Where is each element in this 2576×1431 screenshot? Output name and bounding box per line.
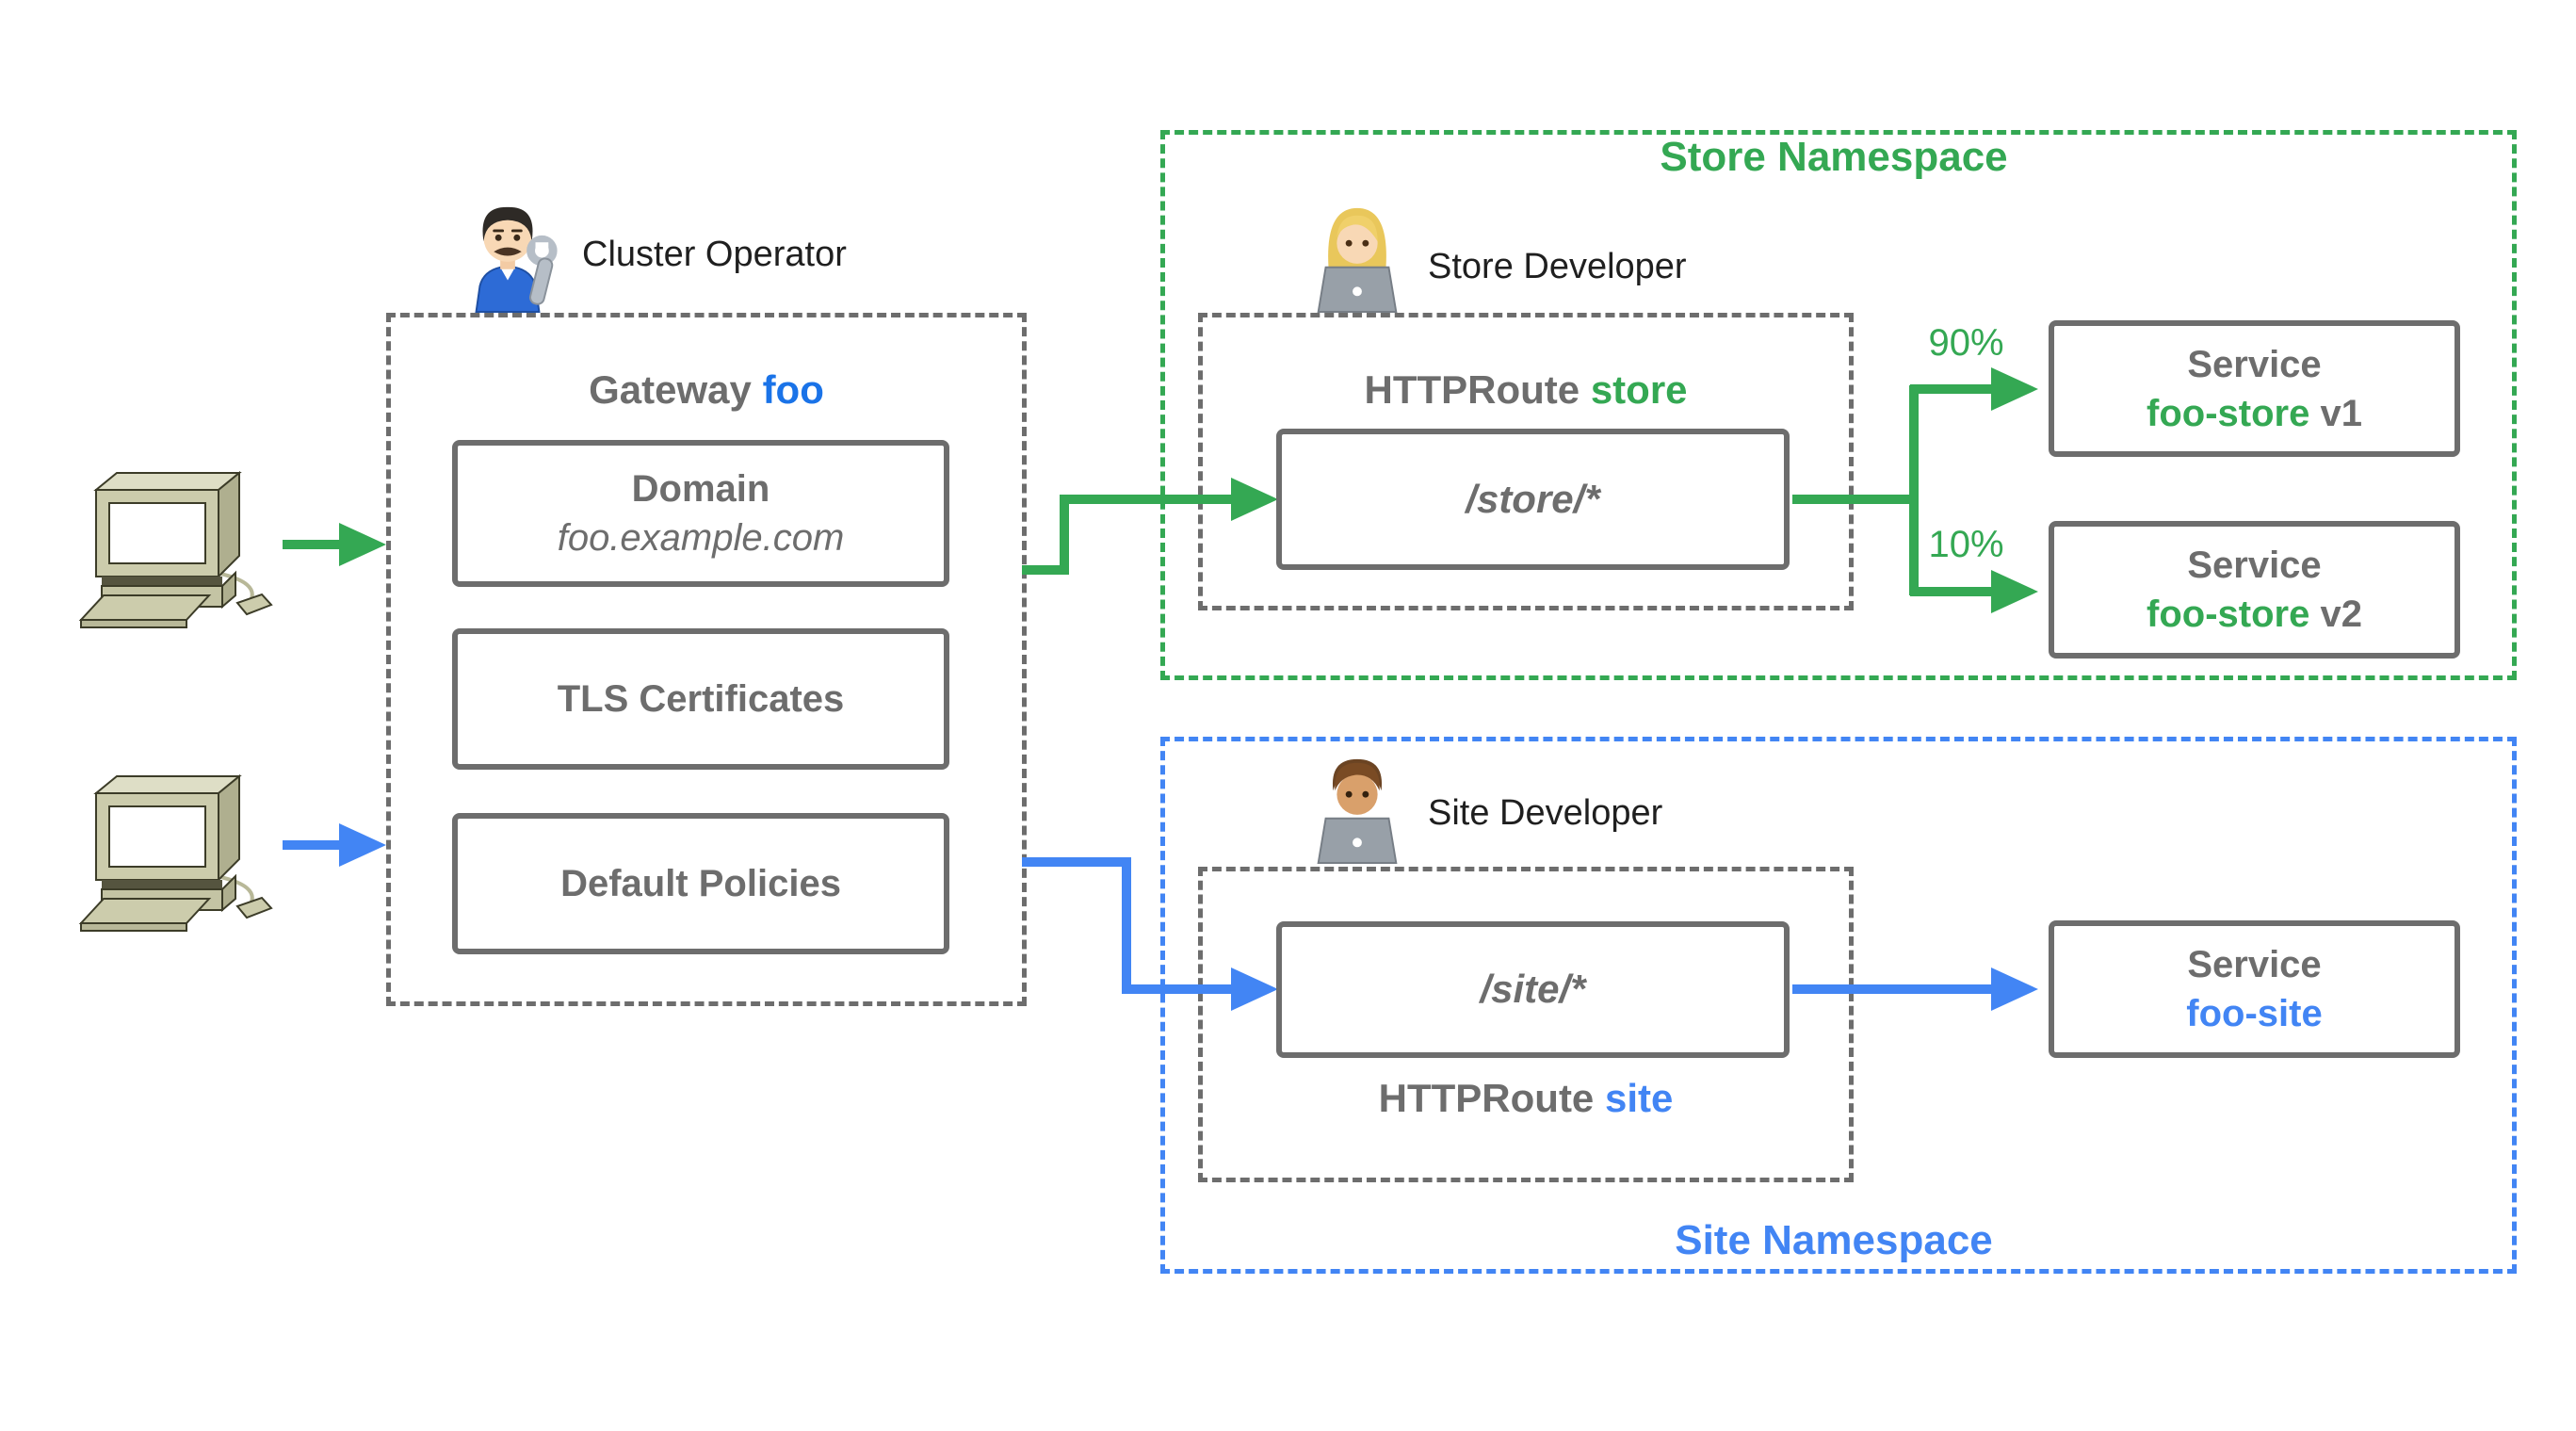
client-computer-store (78, 470, 273, 628)
service-version: v2 (2320, 594, 2362, 635)
site-developer-label: Site Developer (1428, 792, 1663, 833)
green-split-store-to-services (1792, 367, 2038, 613)
blue-arrow-site-route-to-service (1792, 968, 2038, 1011)
service-foo-store-v2-box: Service foo-store v2 (2049, 521, 2460, 659)
site-path-value: /site/* (1480, 967, 1586, 1012)
service-foo-site-box: Service foo-site (2049, 920, 2460, 1058)
man-technologist-emoji (1317, 758, 1398, 864)
site-path-box: /site/* (1276, 921, 1790, 1058)
service-foo-store-v1-box: Service foo-store v1 (2049, 320, 2460, 457)
domain-box: Domain foo.example.com (452, 440, 949, 587)
store-developer-label: Store Developer (1428, 246, 1687, 286)
service-foo-store-name: foo-store (2147, 392, 2310, 434)
default-policies-box: Default Policies (452, 813, 949, 954)
green-arrow-client-to-gateway (283, 523, 386, 566)
httproute-site-container (1198, 867, 1854, 1182)
tls-certificates-label: TLS Certificates (557, 678, 845, 720)
gateway-name: foo (762, 367, 824, 412)
site-namespace-title: Site Namespace (1675, 1217, 1993, 1263)
httproute-site-title: HTTPRoute site (1378, 1076, 1674, 1120)
woman-technologist-emoji (1317, 207, 1398, 313)
domain-box-title: Domain (631, 468, 770, 510)
service-foo-site-name: foo-site (2186, 993, 2323, 1034)
service-foo-store-name: foo-store (2147, 594, 2310, 635)
weight-90-label: 90% (1928, 322, 2004, 364)
gateway-container (386, 313, 1027, 1006)
httproute-store-name: store (1590, 367, 1688, 412)
service-word: Service (2187, 343, 2322, 385)
man-mechanic-emoji (475, 206, 558, 313)
httproute-site-name: site (1604, 1076, 1674, 1120)
client-computer-site (78, 773, 273, 932)
blue-arrow-gateway-to-site-route (1022, 857, 1278, 1011)
service-version: v1 (2320, 392, 2362, 434)
store-path-box: /store/* (1276, 429, 1790, 570)
service-word: Service (2187, 545, 2322, 586)
store-namespace-title: Store Namespace (1660, 134, 2008, 180)
weight-10-label: 10% (1928, 524, 2004, 565)
httproute-store-title: HTTPRoute store (1364, 367, 1688, 412)
store-path-value: /store/* (1466, 476, 1600, 521)
domain-box-value: foo.example.com (557, 517, 845, 559)
site-namespace-container (1160, 737, 2517, 1274)
green-arrow-gateway-to-store-route (1022, 478, 1278, 575)
service-word: Service (2187, 944, 2322, 985)
blue-arrow-client-to-gateway (283, 823, 386, 867)
store-namespace-container (1160, 130, 2517, 680)
tls-certificates-box: TLS Certificates (452, 628, 949, 770)
service-name-line: foo-store v1 (2147, 389, 2362, 438)
service-name-line: foo-store v2 (2147, 590, 2362, 639)
httproute-store-container (1198, 313, 1854, 610)
default-policies-label: Default Policies (560, 863, 841, 904)
gateway-title: Gateway foo (589, 367, 824, 412)
cluster-operator-label: Cluster Operator (582, 234, 847, 274)
